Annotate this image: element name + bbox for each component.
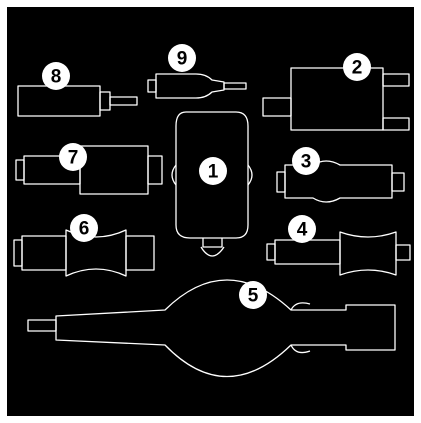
badge-6: 6 [70,214,98,242]
badge-7: 7 [59,143,87,171]
adapter-2-part [262,67,410,131]
badge-4: 4 [288,215,316,243]
badge-3: 3 [292,147,320,175]
badge-6-label: 6 [79,219,90,240]
badge-9: 9 [168,44,196,72]
adapter-8-part [17,85,138,117]
badge-1-label: 1 [208,162,219,183]
badge-5: 5 [239,281,267,309]
badge-8-label: 8 [51,67,62,88]
adapter-4-part [266,231,411,276]
car-charger-part [171,111,253,257]
badge-9-label: 9 [177,49,188,70]
adapter-9-part [147,73,247,99]
badge-3-label: 3 [301,152,312,173]
badge-8: 8 [42,62,70,90]
badge-4-label: 4 [297,220,308,241]
retractable-cable-part [27,279,396,377]
adapter-7-part [15,145,163,195]
badge-5-label: 5 [248,286,259,307]
adapter-3-part [276,160,405,203]
badge-2-label: 2 [352,58,363,79]
badge-7-label: 7 [68,148,79,169]
badge-2: 2 [343,53,371,81]
badge-1: 1 [199,157,227,185]
